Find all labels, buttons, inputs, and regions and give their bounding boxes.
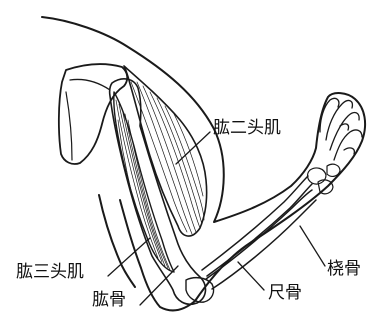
elbow-joint	[186, 278, 214, 302]
label-radius: 桡骨	[327, 259, 361, 279]
scapula-edge	[66, 92, 72, 160]
triceps-muscle	[114, 92, 174, 272]
label-humerus: 肱骨	[92, 290, 126, 310]
hand-bones	[320, 98, 362, 160]
radius-bone-edge	[207, 184, 312, 276]
leader-humerus	[140, 266, 178, 305]
armpit-line	[99, 195, 135, 287]
label-biceps: 肱二头肌	[213, 118, 281, 138]
label-ulna: 尺骨	[268, 283, 302, 303]
ulna-bone-edge	[212, 200, 316, 289]
scapula-spine	[70, 79, 110, 90]
label-triceps: 肱三头肌	[16, 262, 84, 282]
leader-ulna	[238, 262, 264, 290]
leader-triceps	[108, 238, 150, 276]
leader-radius	[300, 226, 325, 266]
